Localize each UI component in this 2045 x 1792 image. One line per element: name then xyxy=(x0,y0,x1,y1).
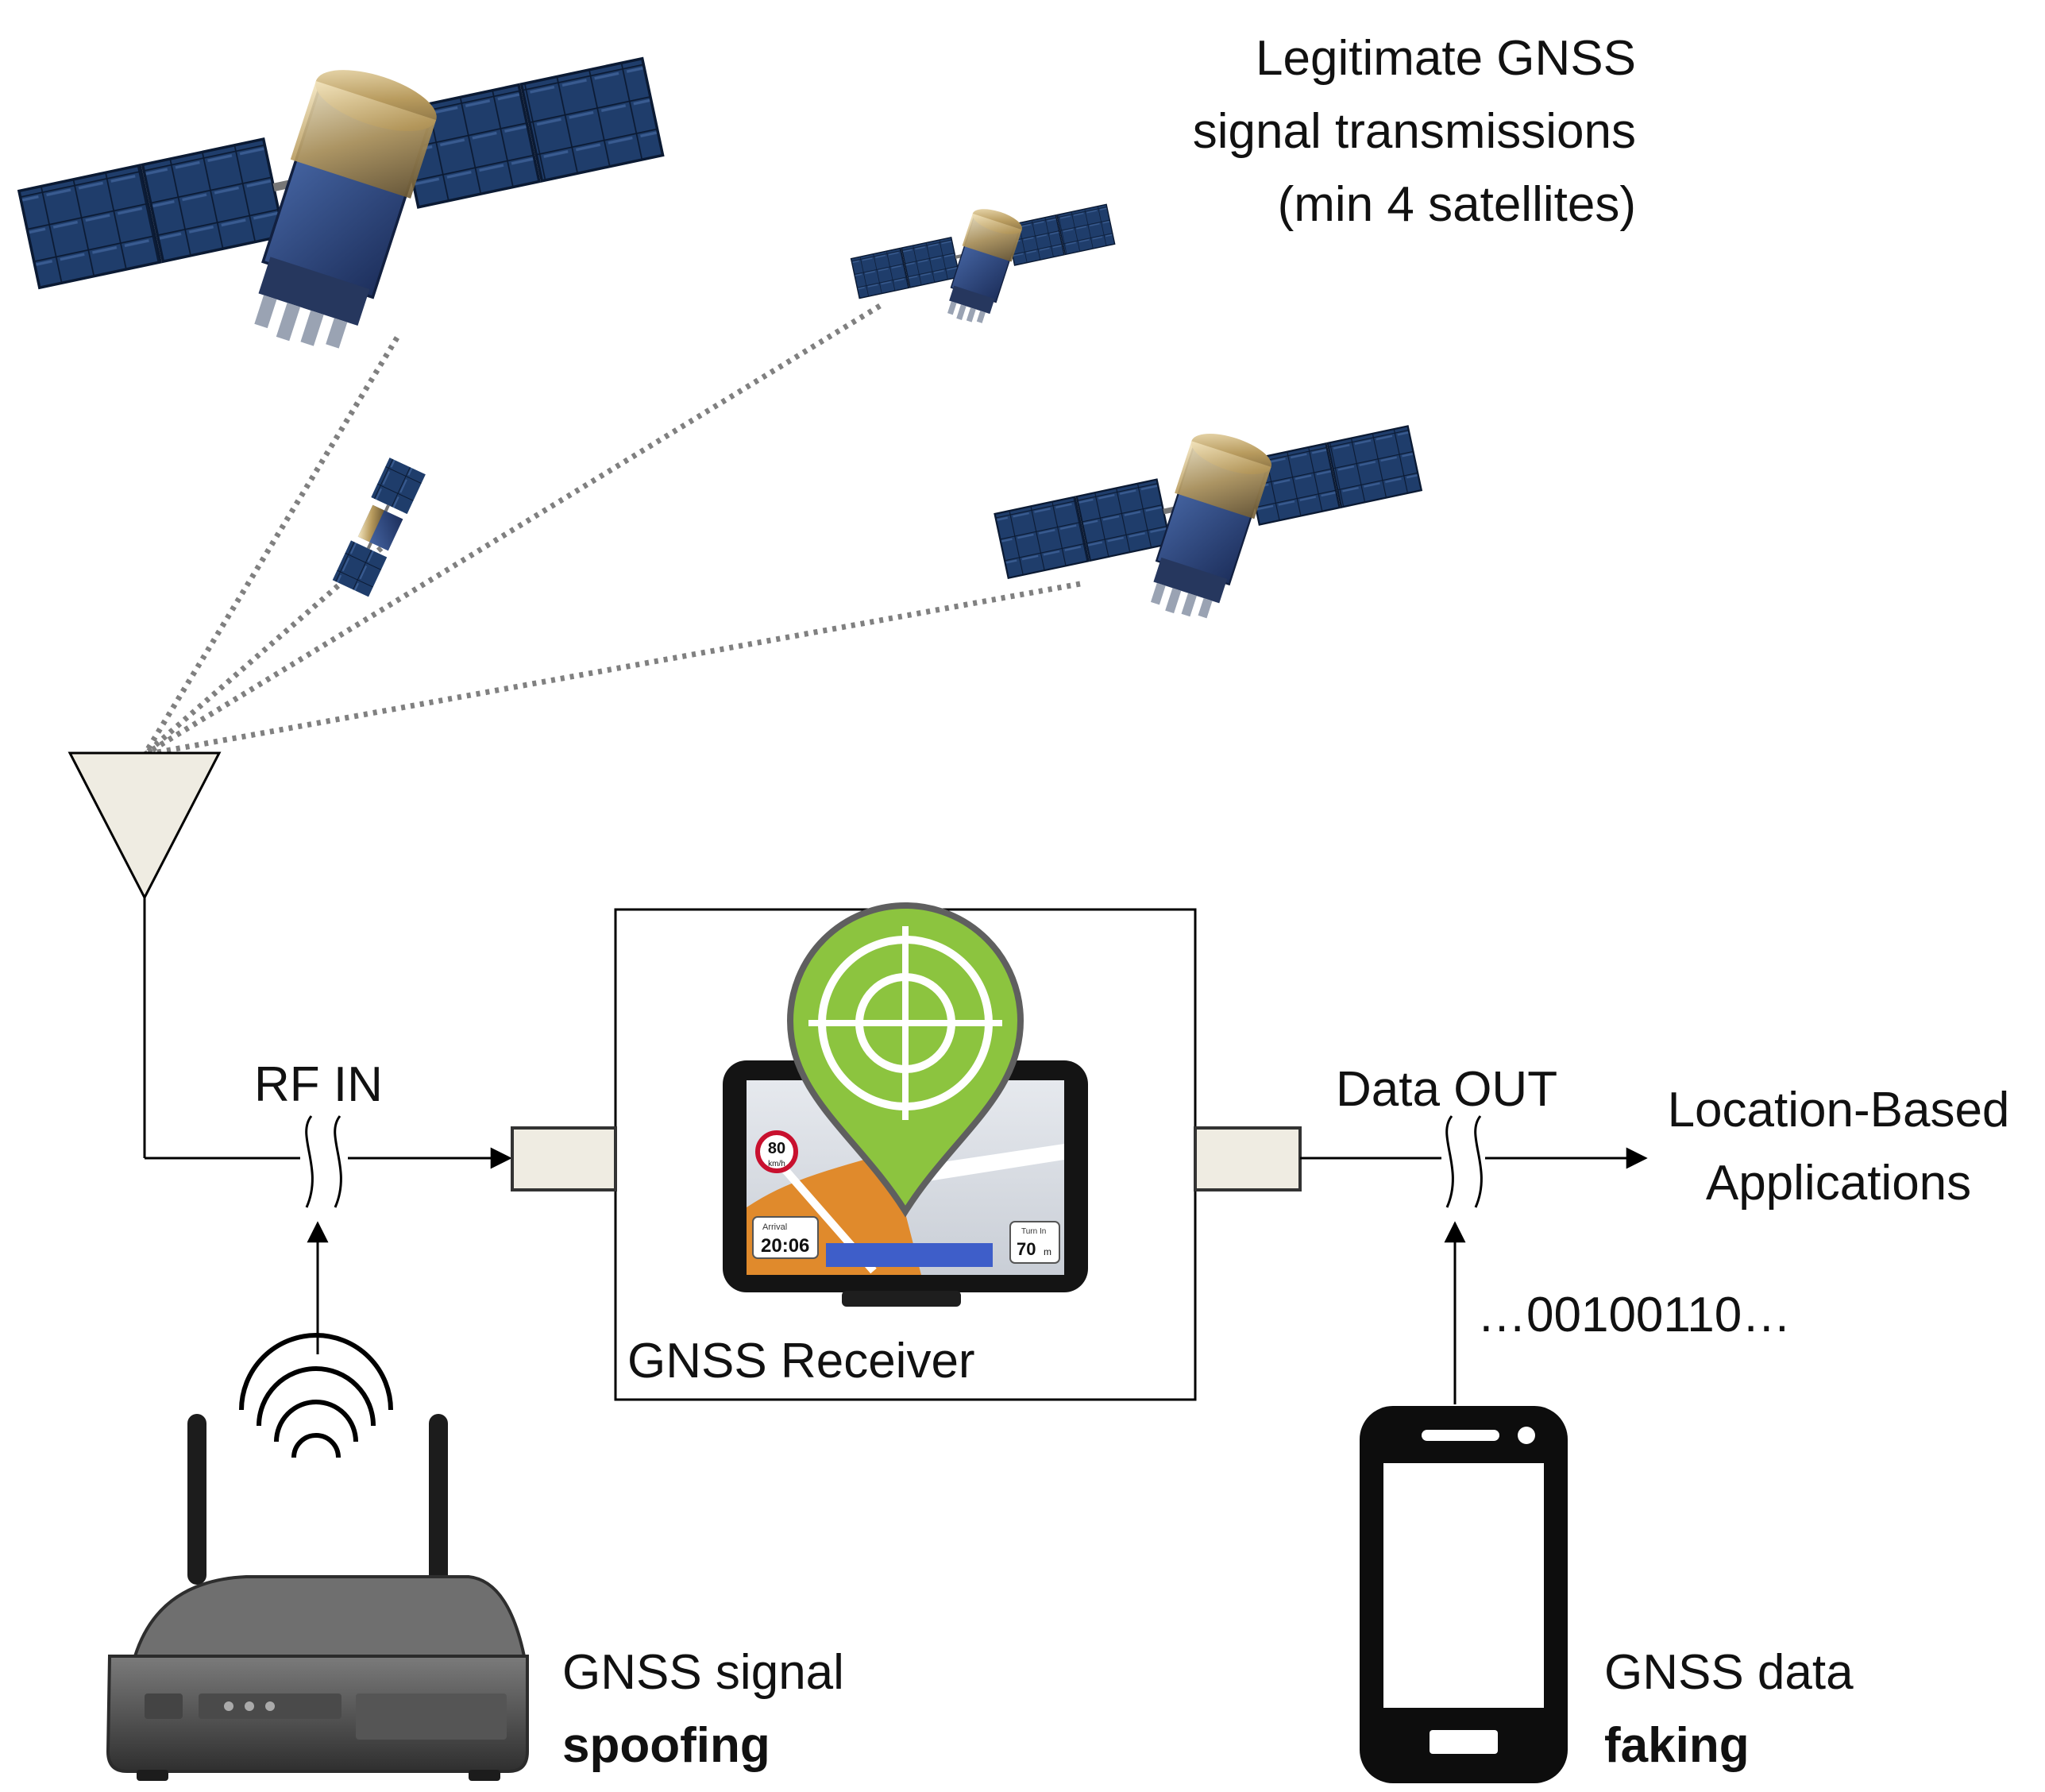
legitimate-label-line-3: (min 4 satellites) xyxy=(1277,177,1636,232)
turn-label: Turn In xyxy=(1021,1227,1046,1236)
bitstream-label: …00100110… xyxy=(1477,1288,1792,1342)
rf-in-port xyxy=(511,1126,617,1191)
line-break-data xyxy=(1445,1115,1483,1208)
data-out-port xyxy=(1194,1126,1302,1191)
turn-distance: 70 xyxy=(1017,1239,1036,1259)
antenna-icon xyxy=(68,751,222,901)
wifi-router-icon xyxy=(106,1414,529,1781)
faking-label-line-1: GNSS data xyxy=(1604,1645,1854,1700)
receiver-label: GNSS Receiver xyxy=(627,1334,975,1388)
satellite-icon xyxy=(851,204,1115,330)
spoofing-label-line-2: spoofing xyxy=(562,1718,770,1773)
satellite-icon xyxy=(19,57,663,363)
faking-label-line-2: faking xyxy=(1604,1718,1750,1773)
line-break-rf xyxy=(305,1115,342,1208)
location-pin-icon xyxy=(786,902,1024,1218)
data-out-label: Data OUT xyxy=(1336,1062,1558,1117)
legitimate-label-line-1: Legitimate GNSS xyxy=(1256,31,1636,86)
satellite-icon xyxy=(332,458,426,597)
speed-limit-value: 80 xyxy=(768,1140,785,1157)
location-based-line-1: Location-Based xyxy=(1667,1083,2010,1137)
turn-unit: m xyxy=(1044,1246,1051,1257)
speed-limit-unit: km/h xyxy=(768,1160,785,1168)
legitimate-label: Legitimate GNSS signal transmissions (mi… xyxy=(1112,22,1636,241)
signal-line-3 xyxy=(143,303,882,757)
wireless-signal-icon xyxy=(239,1333,393,1458)
arrival-label: Arrival xyxy=(762,1222,787,1232)
satellite-icon xyxy=(995,426,1422,628)
legitimate-label-line-2: signal transmissions xyxy=(1192,104,1636,159)
smartphone-icon xyxy=(1360,1406,1568,1783)
spoofing-label: GNSS signal spoofing xyxy=(562,1636,844,1782)
location-based-line-2: Applications xyxy=(1705,1156,1972,1211)
spoofing-label-line-1: GNSS signal xyxy=(562,1645,844,1700)
signal-line-4 xyxy=(144,581,1081,758)
arrival-time: 20:06 xyxy=(761,1235,809,1257)
rf-in-label: RF IN xyxy=(254,1057,383,1112)
faking-label: GNSS data faking xyxy=(1604,1636,1854,1782)
location-based-label: Location-Based Applications xyxy=(1648,1074,2029,1220)
signal-lines xyxy=(142,303,1081,758)
